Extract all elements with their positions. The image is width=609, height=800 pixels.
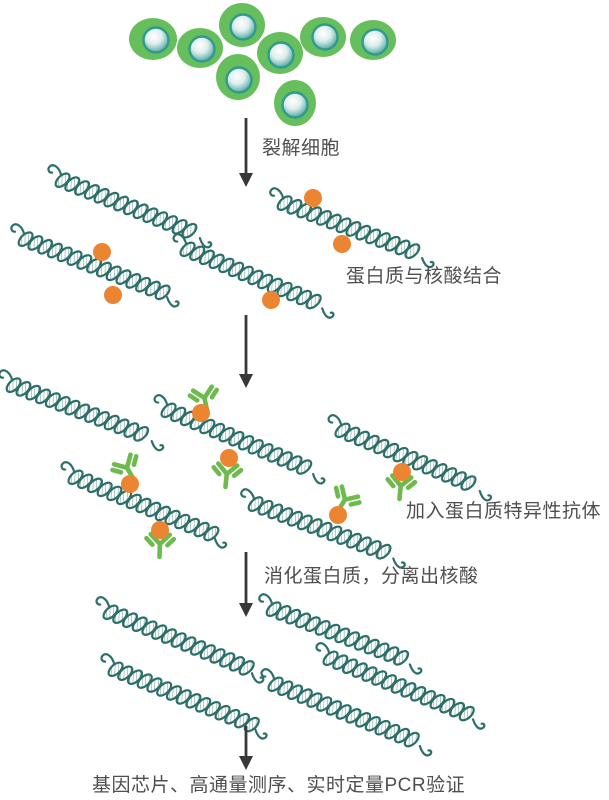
dna-helix-icon xyxy=(47,164,213,249)
down-arrow-icon xyxy=(239,315,253,388)
antibody-icon xyxy=(211,461,244,490)
protein-dot-icon xyxy=(104,286,122,304)
cell-icon xyxy=(350,20,396,60)
dna-helix-icon xyxy=(100,653,268,740)
label-lyse-cells: 裂解细胞 xyxy=(262,138,341,159)
label-protein-binding: 蛋白质与核酸结合 xyxy=(346,266,503,287)
dna-helix-icon xyxy=(172,233,335,319)
protein-dot-icon xyxy=(393,463,411,481)
antibody-icon xyxy=(333,484,362,514)
dna-helix-icon xyxy=(258,593,423,675)
down-arrow-icon xyxy=(239,118,253,187)
cell-icon xyxy=(274,80,316,126)
antibody-icon xyxy=(110,452,139,482)
cell-icon xyxy=(257,32,303,74)
cell-icon xyxy=(216,54,260,100)
protein-dot-icon xyxy=(220,449,238,467)
dna-helix-icon xyxy=(327,414,493,502)
dna-helix-icon xyxy=(95,596,265,684)
protein-dot-icon xyxy=(333,235,351,253)
cell-icon xyxy=(219,3,265,47)
antibody-icon xyxy=(385,473,418,502)
dna-helix-icon xyxy=(315,642,486,730)
label-add-antibody: 加入蛋白质特异性抗体 xyxy=(406,501,602,522)
protein-dot-icon xyxy=(93,243,111,261)
protein-dot-icon xyxy=(192,404,210,422)
protein-dot-icon xyxy=(329,506,347,524)
down-arrow-icon xyxy=(239,552,253,617)
cell-icon xyxy=(300,17,346,57)
protein-dot-icon xyxy=(304,189,322,207)
label-validation: 基因芯片、高通量测序、实时定量PCR验证 xyxy=(92,775,466,796)
label-digest-protein: 消化蛋白质，分离出核酸 xyxy=(264,566,479,587)
protein-dot-icon xyxy=(262,291,280,309)
cell-icon xyxy=(177,28,223,68)
cell-icon xyxy=(129,18,177,60)
dna-helix-icon xyxy=(260,668,433,757)
dna-helix-icon xyxy=(10,223,180,308)
antibody-icon xyxy=(187,384,220,413)
dna-helix-icon xyxy=(0,369,165,452)
down-arrow-icon xyxy=(239,726,253,770)
antibody-icon xyxy=(144,531,177,560)
dna-helix-icon xyxy=(240,488,406,569)
dna-helix-icon xyxy=(269,187,435,269)
protein-dot-icon xyxy=(121,475,139,493)
dna-helix-icon xyxy=(60,461,228,549)
protein-dot-icon xyxy=(151,521,169,539)
